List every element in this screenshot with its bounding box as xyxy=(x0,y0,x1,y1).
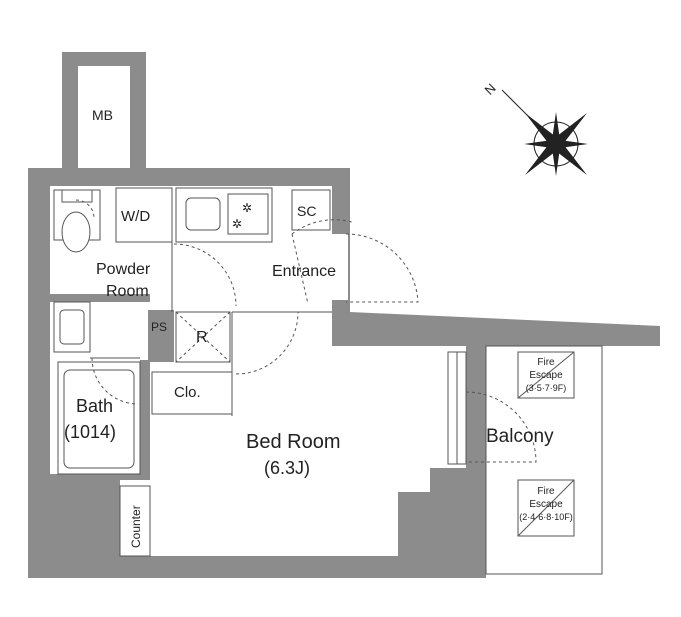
compass-rose xyxy=(501,89,588,176)
powder-room-label-line1: Powder xyxy=(96,261,151,278)
door-swings xyxy=(75,199,537,463)
fire-escape-label-line2: Escape xyxy=(529,499,563,510)
balcony-label: Balcony xyxy=(486,426,554,447)
stove-burner-icon: ✲ xyxy=(242,201,252,215)
room-labels: MB W/D SC Entrance Powder Room PS R Clo.… xyxy=(64,107,554,548)
bath-label-line1: Bath xyxy=(76,396,113,416)
bath-label-line2: (1014) xyxy=(64,422,116,442)
fire-escape-label-line2: Escape xyxy=(529,370,563,381)
sc-label: SC xyxy=(297,203,316,219)
stove-burner-icon: ✲ xyxy=(232,217,242,231)
walls xyxy=(28,52,660,578)
bed-room-label-line1: Bed Room xyxy=(246,431,341,453)
refrigerator-label: R xyxy=(196,329,208,346)
bed-room-label-line2: (6.3J) xyxy=(264,458,310,478)
ps-label: PS xyxy=(151,320,167,334)
powder-room-label-line2: Room xyxy=(106,283,149,300)
fire-escape-lower: Fire Escape (2·4·6·8·10F) xyxy=(519,486,573,522)
mb-label: MB xyxy=(92,107,113,123)
fire-escape-hatches xyxy=(517,351,575,537)
fixtures xyxy=(53,187,603,575)
fire-escape-upper: Fire Escape (3·5·7·9F) xyxy=(526,357,567,393)
compass-north-label: N xyxy=(482,81,499,98)
closet-label: Clo. xyxy=(174,384,201,401)
counter-label: Counter xyxy=(129,505,143,548)
fire-escape-label-line1: Fire xyxy=(537,486,555,497)
fire-escape-label-line1: Fire xyxy=(537,357,555,368)
wd-label: W/D xyxy=(121,208,150,225)
fire-escape-label-line3: (3·5·7·9F) xyxy=(526,383,567,393)
fire-escape-label-line3: (2·4·6·8·10F) xyxy=(519,512,573,522)
entrance-label: Entrance xyxy=(272,263,336,280)
